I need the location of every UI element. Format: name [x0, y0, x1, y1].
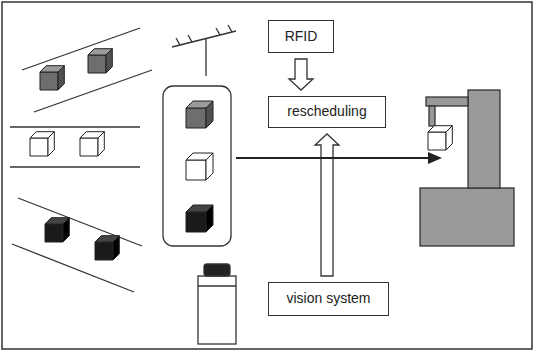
block-arrow	[289, 59, 313, 90]
node-label: RFID	[285, 29, 318, 44]
rfid-box: RFID	[268, 20, 334, 53]
part-cube	[186, 205, 213, 232]
parts	[30, 49, 452, 260]
conveyor-belts	[10, 28, 152, 292]
part-cube	[88, 49, 112, 73]
vision-box: vision system	[268, 282, 389, 316]
node-label: vision system	[286, 291, 370, 306]
flow-arrow	[236, 152, 442, 164]
part-cube	[186, 101, 213, 128]
process-box: rescheduling	[268, 96, 386, 128]
node-label: rescheduling	[287, 104, 366, 119]
outer-frame	[2, 2, 532, 349]
part-cube	[80, 132, 104, 156]
part-group	[163, 86, 231, 246]
part-cube	[186, 153, 213, 180]
part-cube	[45, 218, 69, 242]
block-arrow	[315, 134, 339, 276]
rfid-antenna	[172, 25, 236, 76]
robot	[420, 90, 514, 246]
part-cube	[30, 132, 54, 156]
part-cube	[40, 66, 64, 90]
camera	[198, 264, 236, 344]
part-cube	[428, 126, 452, 150]
part-cube	[95, 236, 119, 260]
